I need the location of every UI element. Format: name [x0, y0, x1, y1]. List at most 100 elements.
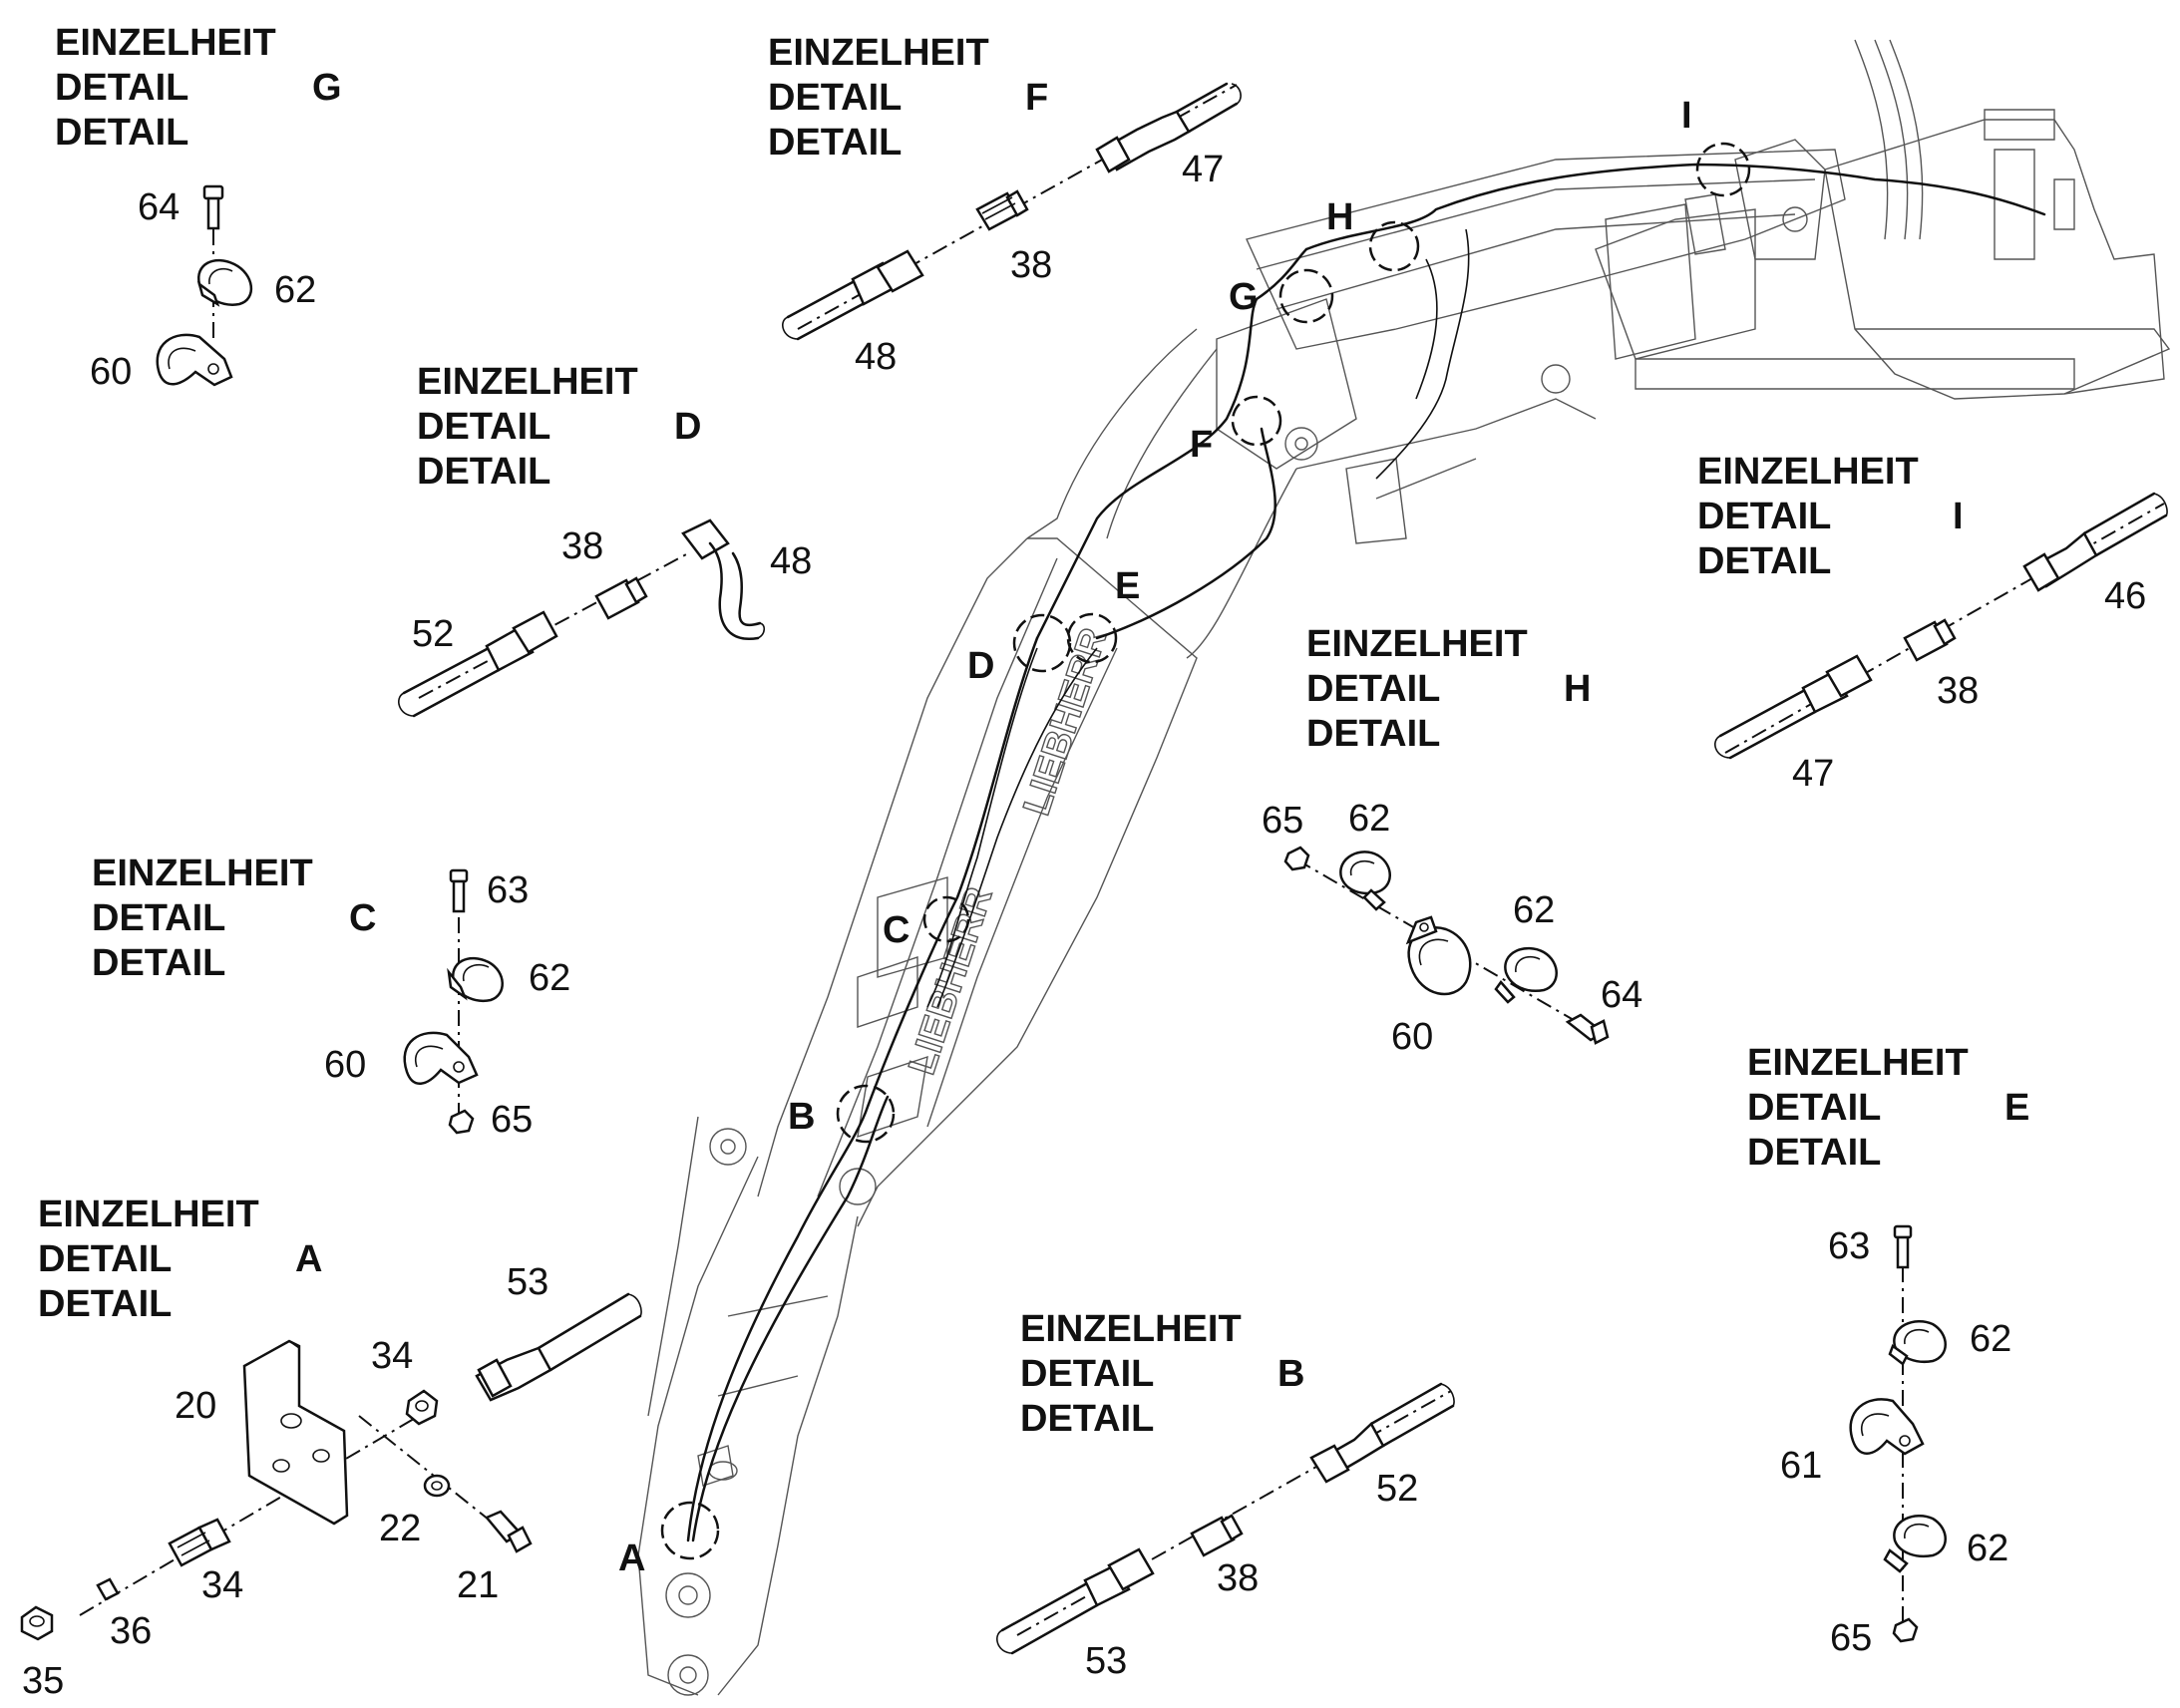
- part-53: 53: [1085, 1640, 1127, 1682]
- detail-e-letter: E: [2004, 1087, 2029, 1129]
- part-62: 62: [529, 957, 570, 999]
- adapter-icon: [975, 189, 1029, 231]
- part-65: 65: [1262, 800, 1303, 842]
- callout-b: B: [788, 1096, 815, 1138]
- detail-h-title: EINZELHEIT: [1306, 623, 1528, 665]
- part-65: 65: [1830, 1617, 1872, 1659]
- hose-nipple-icon: [168, 1518, 231, 1567]
- detail-callouts: A B C D E F G H I: [618, 95, 1751, 1579]
- part-38: 38: [1217, 1557, 1259, 1599]
- bolt-icon: [202, 184, 224, 230]
- callout-a: A: [618, 1537, 645, 1579]
- part-62: 62: [274, 269, 316, 311]
- nut-icon: [1892, 1617, 1919, 1643]
- detail-a-title: EINZELHEIT: [38, 1194, 259, 1235]
- detail-b-title: EINZELHEIT: [1020, 1308, 1242, 1350]
- part-48: 48: [770, 540, 812, 582]
- detail-b-label: DETAIL: [1020, 1353, 1154, 1395]
- part-35: 35: [22, 1660, 64, 1702]
- part-52: 52: [412, 613, 454, 655]
- part-52: 52: [1376, 1468, 1418, 1510]
- detail-h: EINZELHEIT DETAIL H DETAIL 65 62: [1262, 623, 1642, 1058]
- part-65: 65: [491, 1099, 533, 1141]
- hose-fitting-icon: [1095, 82, 1242, 173]
- detail-e: EINZELHEIT DETAIL E DETAIL 63 62 61: [1747, 1042, 2029, 1659]
- bolt-icon: [1565, 1013, 1610, 1045]
- detail-b-label2: DETAIL: [1020, 1398, 1154, 1440]
- part-53: 53: [507, 1261, 548, 1303]
- detail-e-title: EINZELHEIT: [1747, 1042, 1969, 1084]
- part-60: 60: [1391, 1016, 1433, 1058]
- part-64: 64: [1601, 974, 1642, 1016]
- adapter-icon: [594, 576, 648, 620]
- washer-icon: [423, 1474, 451, 1498]
- detail-i: EINZELHEIT DETAIL I DETAIL 46 38 47: [1697, 451, 2168, 795]
- part-46: 46: [2104, 575, 2146, 617]
- detail-circle-d: [1012, 613, 1072, 673]
- detail-f-letter: F: [1025, 77, 1048, 119]
- detail-f-label: DETAIL: [768, 77, 902, 119]
- detail-g-label2: DETAIL: [55, 112, 188, 154]
- hose-fitting-icon: [475, 1292, 642, 1402]
- detail-c-letter: C: [349, 897, 376, 939]
- hose-fitting-icon: [782, 249, 924, 341]
- detail-e-label2: DETAIL: [1747, 1132, 1881, 1174]
- clamp-large-icon: [1405, 915, 1472, 996]
- callout-d: D: [967, 645, 994, 687]
- clamp-icon: [1888, 1319, 1947, 1366]
- part-38: 38: [1010, 244, 1052, 286]
- mounting-bracket-icon: [242, 1339, 349, 1526]
- detail-d-title: EINZELHEIT: [417, 361, 638, 403]
- hose-fitting-icon: [1309, 1382, 1455, 1484]
- clamp-large-icon: [1849, 1398, 1925, 1456]
- detail-circle-g: [1278, 268, 1334, 324]
- hose-fitting-icon: [996, 1547, 1155, 1655]
- detail-d-label: DETAIL: [417, 406, 550, 448]
- clamp-icon: [447, 956, 504, 1002]
- detail-i-title: EINZELHEIT: [1697, 451, 1919, 493]
- detail-circle-a: [660, 1501, 720, 1560]
- part-34: 34: [201, 1564, 243, 1606]
- part-61: 61: [1780, 1445, 1822, 1487]
- detail-circle-f: [1231, 395, 1282, 447]
- nut-icon: [405, 1389, 439, 1426]
- main-boom: [1026, 149, 1846, 659]
- part-62: 62: [1970, 1318, 2011, 1360]
- bolt-icon: [449, 868, 469, 913]
- detail-f-label2: DETAIL: [768, 122, 902, 164]
- callout-g: G: [1229, 276, 1259, 318]
- part-22: 22: [379, 1508, 421, 1549]
- part-63: 63: [487, 869, 529, 911]
- detail-h-label: DETAIL: [1306, 668, 1440, 710]
- detail-a-letter: A: [295, 1238, 322, 1280]
- part-20: 20: [175, 1385, 216, 1427]
- detail-c: EINZELHEIT DETAIL C DETAIL 63 62 60 65: [92, 853, 570, 1141]
- detail-a: EINZELHEIT DETAIL A DETAIL: [20, 1194, 642, 1702]
- clamp-icon: [1883, 1514, 1947, 1573]
- part-60: 60: [90, 351, 132, 393]
- detail-g-label: DETAIL: [55, 67, 188, 109]
- detail-circle-c: [922, 895, 970, 943]
- detail-circle-e: [1066, 612, 1118, 664]
- part-48: 48: [855, 336, 897, 378]
- adapter-icon: [1190, 1514, 1244, 1557]
- bolt-icon: [1893, 1224, 1913, 1269]
- callout-c: C: [883, 909, 909, 951]
- detail-i-label2: DETAIL: [1697, 540, 1831, 582]
- part-62: 62: [1348, 798, 1390, 840]
- cap-nut-icon: [20, 1605, 54, 1641]
- nut-icon: [1283, 846, 1310, 871]
- elbow-fitting-icon: [681, 518, 766, 641]
- detail-i-label: DETAIL: [1697, 496, 1831, 537]
- detail-a-label2: DETAIL: [38, 1283, 172, 1325]
- detail-f-title: EINZELHEIT: [768, 32, 989, 74]
- detail-c-title: EINZELHEIT: [92, 853, 313, 894]
- part-60: 60: [324, 1044, 366, 1086]
- detail-c-label2: DETAIL: [92, 942, 225, 984]
- detail-c-label: DETAIL: [92, 897, 225, 939]
- detail-g-title: EINZELHEIT: [55, 22, 276, 64]
- detail-d-label2: DETAIL: [417, 451, 550, 493]
- bolt-icon: [484, 1510, 533, 1553]
- clamp-icon: [196, 258, 253, 307]
